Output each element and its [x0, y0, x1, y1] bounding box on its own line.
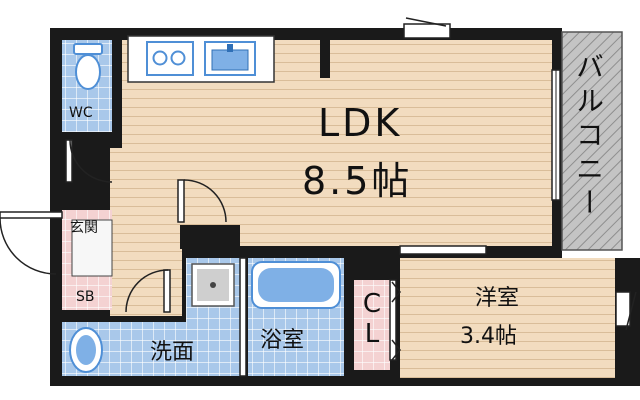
wash-basin-bowl: [76, 335, 96, 365]
closet-label-c: C: [362, 289, 382, 319]
entrance-step: [71, 219, 113, 277]
kitchen-wall-stub: [320, 40, 330, 78]
closet-label-l: L: [364, 318, 380, 349]
ldk-size: 8.5帖: [302, 159, 413, 203]
north-window: [403, 23, 451, 39]
north-window-sash: [405, 17, 447, 27]
east-window: [615, 291, 631, 327]
doors: [0, 139, 401, 377]
shoebox-label: SB: [76, 289, 95, 305]
corridor-floor: [110, 148, 182, 316]
closet-label: C L: [360, 289, 384, 350]
western-room-sliding-door: [399, 245, 487, 255]
western-room-floor: [400, 258, 615, 378]
burner-left: [152, 50, 168, 66]
burner-right: [170, 50, 186, 66]
washer-drain: [210, 282, 216, 288]
ldk-name: LDK: [318, 101, 403, 145]
balcony-area: [561, 31, 623, 251]
western-room-name: 洋室: [475, 286, 520, 311]
western-room-size: 3.4帖: [460, 324, 517, 349]
toilet-bowl: [75, 54, 101, 90]
interior-wall-block: [180, 225, 240, 249]
wc-label: WC: [69, 105, 93, 121]
toilet-tank: [73, 43, 103, 55]
east-window-sash: [625, 291, 637, 331]
sink-basin: [211, 49, 249, 71]
entrance-label: 玄関: [70, 220, 98, 236]
faucet: [227, 44, 233, 52]
shoebox-floor: [62, 285, 112, 310]
bathroom-label: 浴室: [260, 328, 305, 353]
balcony-label: バルコニー: [572, 52, 605, 222]
closet-floor: [354, 280, 390, 370]
bathtub-water: [258, 268, 334, 302]
washroom-label: 洗面: [150, 340, 195, 365]
